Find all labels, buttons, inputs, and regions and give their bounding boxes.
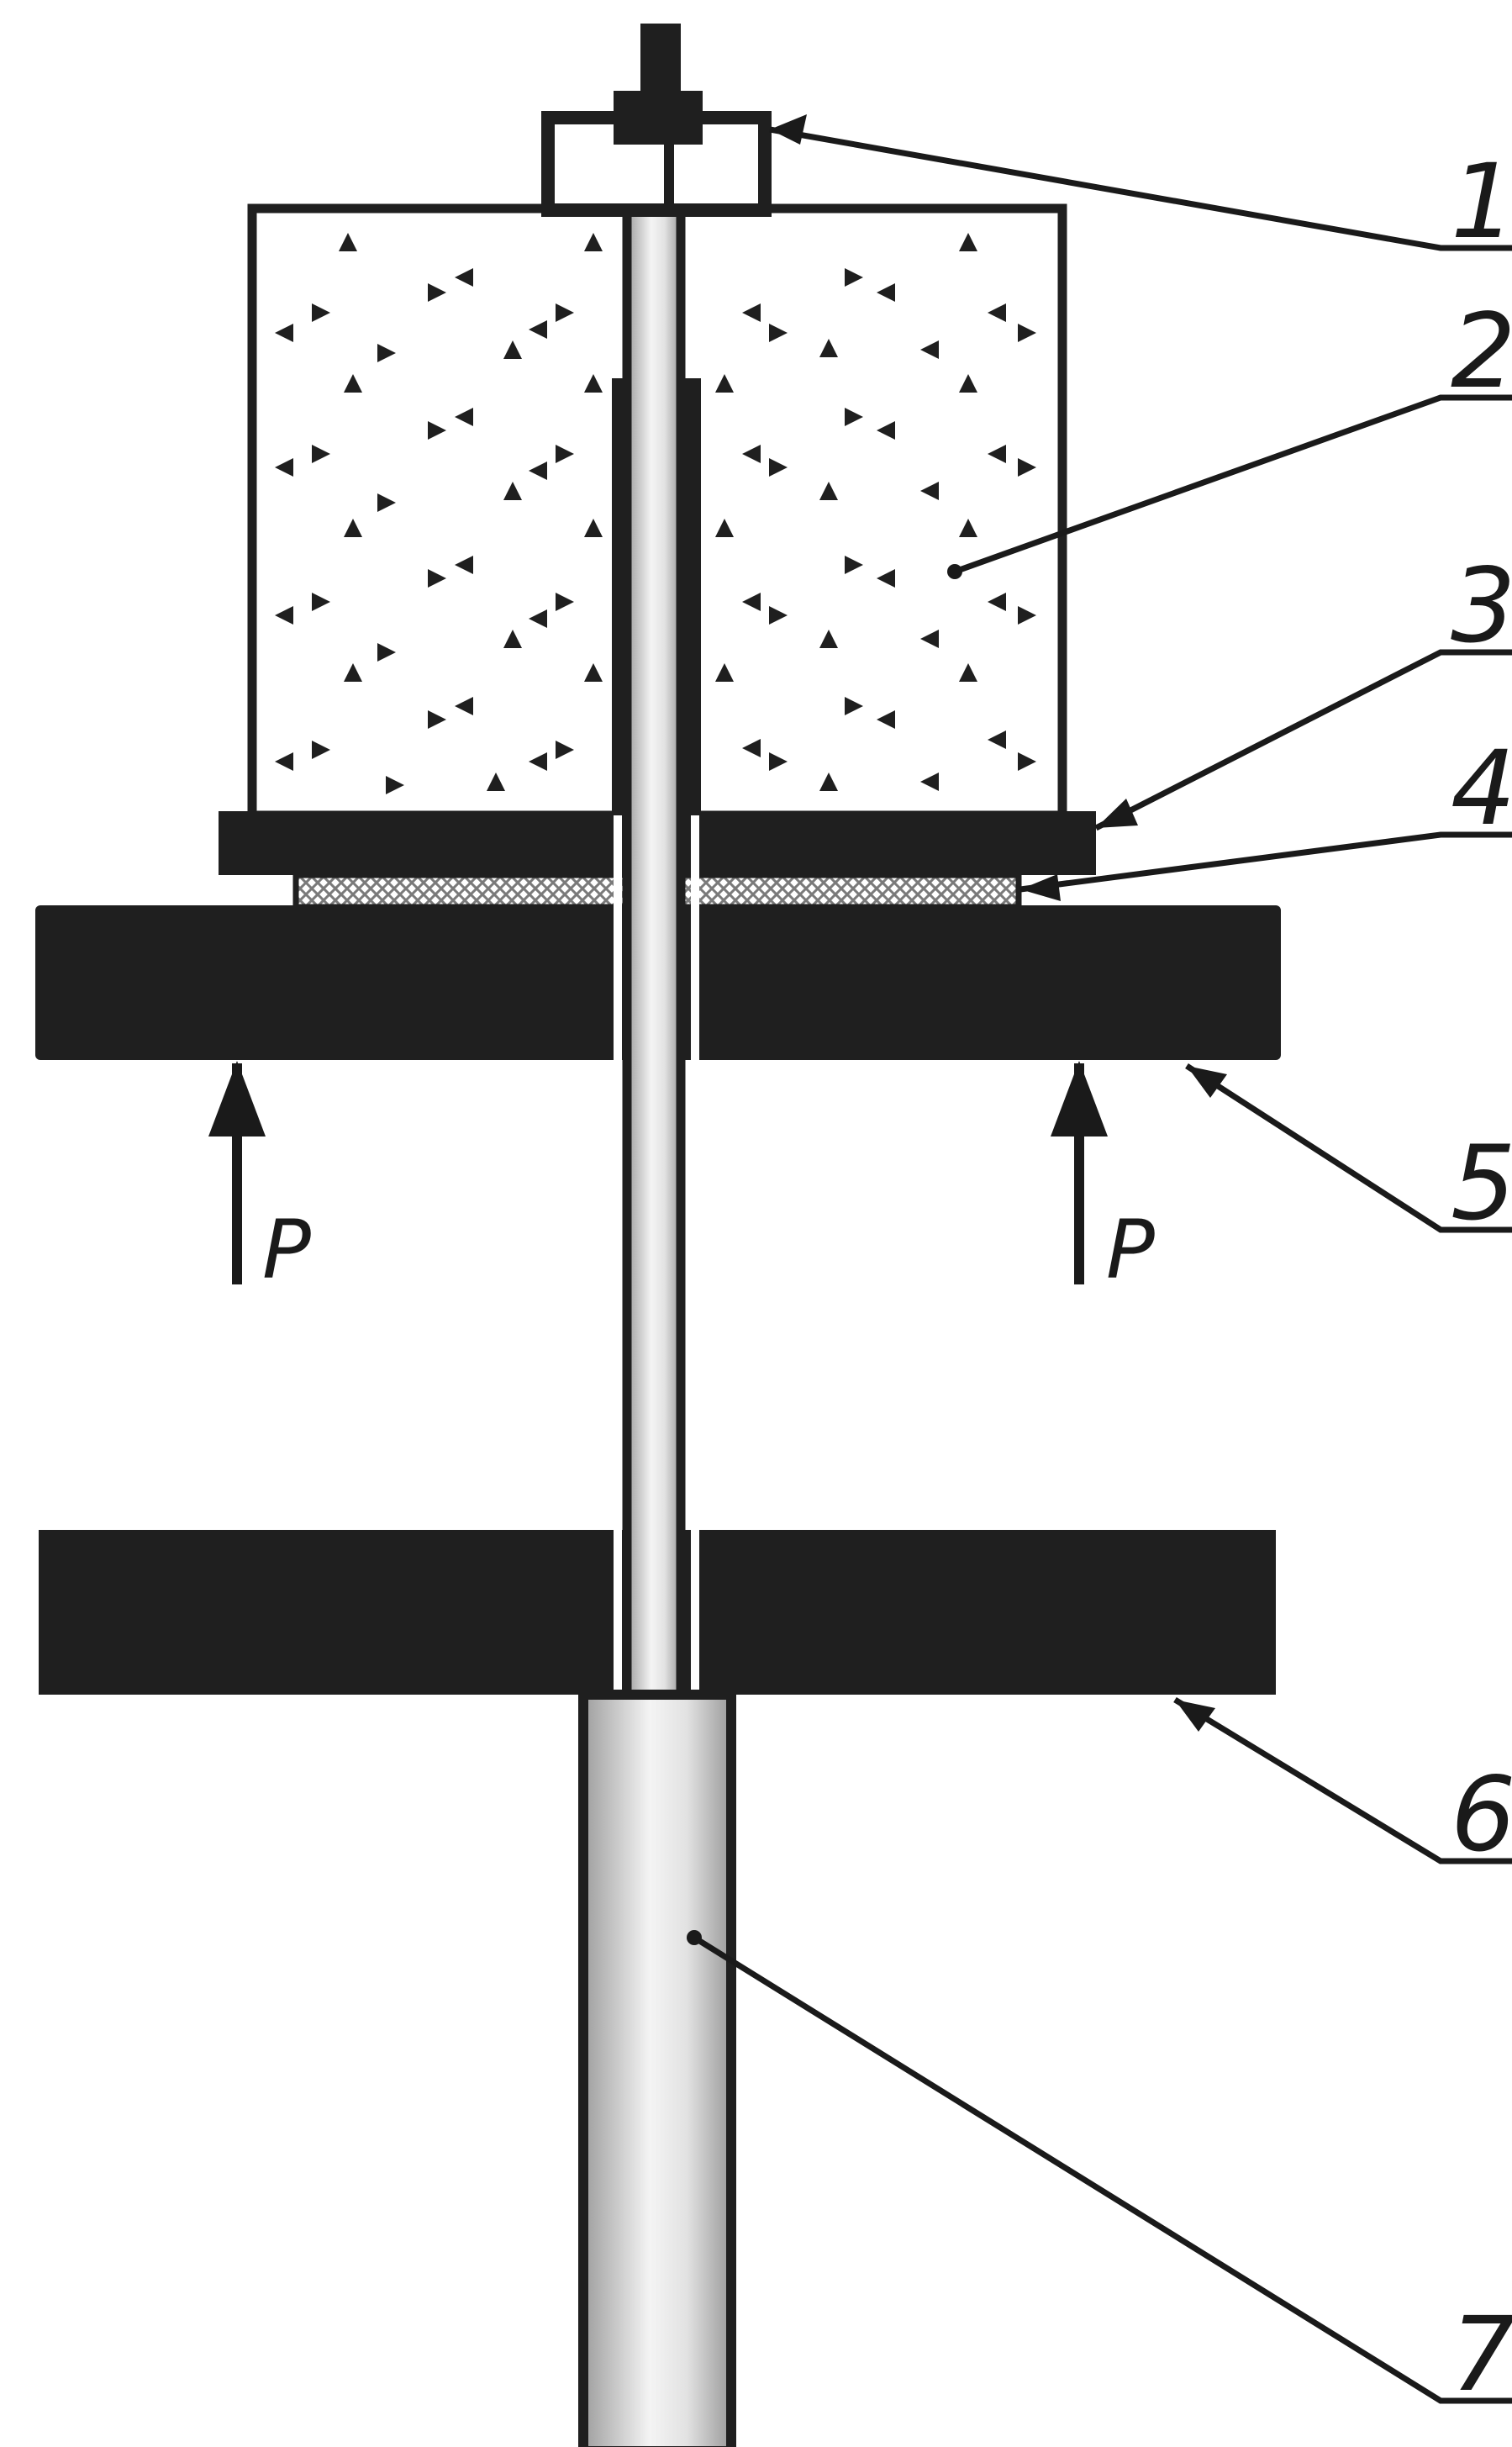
aggregate-mark — [377, 493, 396, 512]
aggregate-mark — [377, 643, 396, 662]
aggregate-mark — [529, 752, 547, 771]
aggregate-mark — [845, 556, 863, 574]
aggregate-mark — [1018, 606, 1036, 625]
aggregate-mark — [819, 482, 838, 500]
aggregate-mark — [920, 630, 939, 648]
aggregate-mark — [455, 556, 473, 574]
aggregate-mark — [920, 340, 939, 359]
aggregate-mark — [845, 408, 863, 426]
aggregate-mark — [988, 730, 1006, 749]
force-label-right: P — [1106, 1203, 1155, 1297]
aggregate-mark — [529, 320, 547, 339]
aggregate-mark — [529, 461, 547, 480]
callout-6: 6 — [1451, 1755, 1512, 1875]
aggregate-mark — [275, 324, 293, 342]
aggregate-mark — [959, 374, 977, 393]
aggregate-mark — [877, 283, 895, 302]
aggregate-mark — [339, 233, 357, 251]
aggregate-mark — [959, 519, 977, 537]
rod-clearance-slots — [614, 811, 699, 1695]
aggregate-mark — [877, 710, 895, 729]
aggregate-mark — [275, 606, 293, 625]
aggregate-mark — [1018, 458, 1036, 477]
aggregate-mark — [312, 593, 330, 611]
aggregate-mark — [877, 421, 895, 440]
aggregate-mark — [529, 609, 547, 628]
aggregate-mark — [503, 630, 522, 648]
aggregate-mark — [428, 421, 446, 440]
aggregate-mark — [503, 482, 522, 500]
aggregate-mark — [455, 408, 473, 426]
aggregate-mark — [428, 710, 446, 729]
aggregate-mark — [312, 741, 330, 759]
aggregate-mark — [344, 663, 362, 682]
aggregate-mark — [487, 773, 505, 791]
aggregate-mark — [742, 303, 761, 322]
aggregate-mark — [344, 519, 362, 537]
callout-7: 7 — [1451, 2295, 1512, 2414]
aggregate-mark — [769, 752, 788, 771]
aggregate-marks — [275, 233, 1036, 794]
aggregate-mark — [455, 697, 473, 715]
aggregate-mark — [584, 233, 603, 251]
aggregate-mark — [742, 739, 761, 757]
aggregate-mark — [275, 458, 293, 477]
aggregate-mark — [742, 593, 761, 611]
leader-lines — [687, 114, 1512, 2404]
aggregate-mark — [584, 374, 603, 393]
aggregate-mark — [715, 663, 734, 682]
aggregate-mark — [845, 268, 863, 287]
aggregate-mark — [428, 283, 446, 302]
aggregate-mark — [920, 482, 939, 500]
aggregate-mark — [769, 606, 788, 625]
aggregate-mark — [742, 445, 761, 463]
aggregate-mark — [715, 374, 734, 393]
anchor-rod — [622, 203, 686, 1703]
pull-rod — [578, 1690, 736, 2447]
aggregate-mark — [715, 519, 734, 537]
aggregate-mark — [312, 445, 330, 463]
aggregate-mark — [1018, 324, 1036, 342]
aggregate-mark — [556, 593, 574, 611]
aggregate-mark — [819, 339, 838, 357]
aggregate-mark — [556, 445, 574, 463]
aggregate-mark — [819, 773, 838, 791]
aggregate-mark — [845, 697, 863, 715]
callout-1: 1 — [1451, 142, 1512, 261]
top-gauge-clamp — [541, 24, 772, 217]
aggregate-mark — [344, 374, 362, 393]
callout-2: 2 — [1451, 292, 1512, 411]
aggregate-mark — [584, 519, 603, 537]
callout-5: 5 — [1451, 1124, 1512, 1243]
aggregate-mark — [1018, 752, 1036, 771]
aggregate-mark — [556, 741, 574, 759]
aggregate-mark — [877, 569, 895, 588]
aggregate-mark — [377, 344, 396, 362]
aggregate-mark — [920, 773, 939, 791]
callout-3: 3 — [1451, 546, 1512, 666]
aggregate-mark — [988, 593, 1006, 611]
aggregate-mark — [769, 324, 788, 342]
aggregate-mark — [503, 340, 522, 359]
aggregate-mark — [386, 776, 404, 794]
aggregate-mark — [428, 569, 446, 588]
aggregate-mark — [819, 630, 838, 648]
force-arrow-left — [208, 1061, 266, 1284]
aggregate-mark — [584, 663, 603, 682]
aggregate-mark — [988, 303, 1006, 322]
aggregate-mark — [312, 303, 330, 322]
aggregate-mark — [959, 663, 977, 682]
force-label-left: P — [262, 1203, 311, 1297]
aggregate-mark — [988, 445, 1006, 463]
aggregate-mark — [769, 458, 788, 477]
aggregate-mark — [556, 303, 574, 322]
callout-4: 4 — [1451, 729, 1512, 848]
aggregate-mark — [275, 752, 293, 771]
force-arrow-right — [1051, 1061, 1108, 1284]
aggregate-mark — [959, 233, 977, 251]
aggregate-mark — [455, 268, 473, 287]
